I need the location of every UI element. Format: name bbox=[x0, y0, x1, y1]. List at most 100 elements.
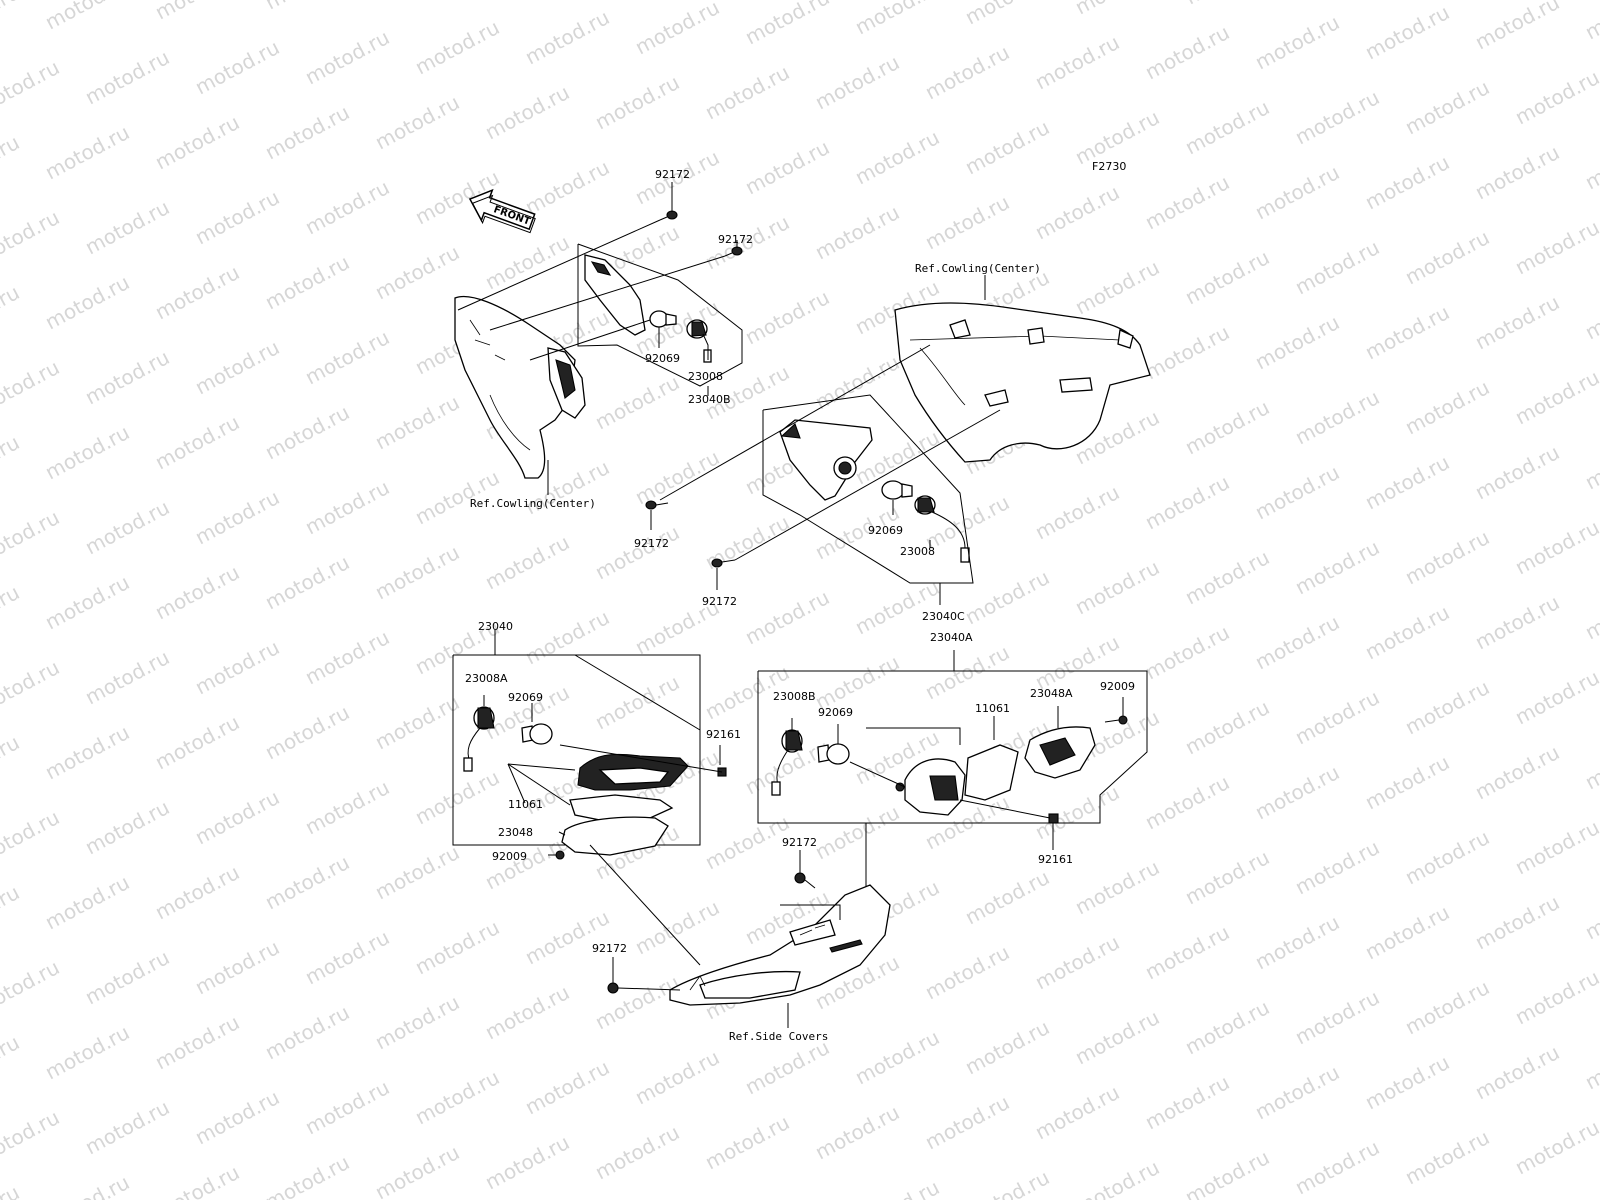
watermark-text: motod.ru bbox=[481, 80, 573, 144]
turn-signal-assembly-23040A bbox=[757, 650, 1148, 890]
turn-signal-assembly-23040B bbox=[454, 182, 743, 495]
watermark-text: motod.ru bbox=[0, 0, 23, 44]
watermark-text: motod.ru bbox=[1401, 1125, 1493, 1189]
watermark-text: motod.ru bbox=[481, 230, 573, 294]
watermark-text: motod.ru bbox=[261, 1000, 353, 1064]
watermark-text: motod.ru bbox=[81, 495, 173, 559]
watermark-text: motod.ru bbox=[741, 285, 833, 349]
watermark-text: motod.ru bbox=[1401, 375, 1493, 439]
watermark-text: motod.ru bbox=[371, 240, 463, 304]
watermark-text: motod.ru bbox=[1401, 75, 1493, 139]
watermark-text: motod.ru bbox=[1471, 740, 1563, 804]
watermark-text: motod.ru bbox=[151, 410, 243, 474]
watermark-text: motod.ru bbox=[851, 1175, 943, 1200]
watermark-text: motod.ru bbox=[371, 90, 463, 154]
watermark-text: motod.ru bbox=[41, 0, 133, 34]
watermark-text: motod.ru bbox=[151, 860, 243, 924]
watermark-text: motod.ru bbox=[591, 970, 683, 1034]
watermark-text: motod.ru bbox=[1071, 855, 1163, 919]
turn-signal-assembly-23040C bbox=[645, 344, 1001, 605]
label-11061-a: 11061 bbox=[508, 798, 543, 811]
watermark-text: motod.ru bbox=[1141, 20, 1233, 84]
watermark-text: motod.ru bbox=[1181, 695, 1273, 759]
watermark-text: motod.ru bbox=[151, 1160, 243, 1200]
watermark-text: motod.ru bbox=[1031, 780, 1123, 844]
watermark-text: motod.ru bbox=[591, 1120, 683, 1184]
watermark-text: motod.ru bbox=[411, 1065, 503, 1129]
watermark-text: motod.ru bbox=[1071, 255, 1163, 319]
lens-23048 bbox=[561, 816, 669, 856]
watermark-text: motod.ru bbox=[1251, 610, 1343, 674]
watermark-text: motod.ru bbox=[1401, 675, 1493, 739]
watermark-text: motod.ru bbox=[1581, 730, 1600, 794]
watermark-text: motod.ru bbox=[741, 585, 833, 649]
watermark-text: motod.ru bbox=[41, 270, 133, 334]
watermark-text: motod.ru bbox=[301, 625, 393, 689]
watermark-text: motod.ru bbox=[261, 700, 353, 764]
watermark-text: motod.ru bbox=[371, 540, 463, 604]
watermark-text: motod.ru bbox=[921, 640, 1013, 704]
watermark-text: motod.ru bbox=[371, 840, 463, 904]
watermark-text: motod.ru bbox=[591, 70, 683, 134]
bulb-92069-a bbox=[649, 310, 669, 328]
watermark-text: motod.ru bbox=[1471, 890, 1563, 954]
watermark-text: motod.ru bbox=[1511, 965, 1600, 1029]
label-11061-b: 11061 bbox=[975, 702, 1010, 715]
watermark-text: motod.ru bbox=[0, 1030, 23, 1094]
screw-92172-d bbox=[711, 558, 736, 568]
watermark-text: motod.ru bbox=[41, 570, 133, 634]
watermark-text: motod.ru bbox=[0, 730, 23, 794]
label-23040: 23040 bbox=[478, 620, 513, 633]
label-92172-c: 92172 bbox=[634, 537, 669, 550]
watermark-text: motod.ru bbox=[1251, 460, 1343, 524]
label-23048A: 23048A bbox=[1030, 687, 1073, 700]
watermark-text: motod.ru bbox=[921, 1090, 1013, 1154]
watermark-text: motod.ru bbox=[921, 190, 1013, 254]
watermark-text: motod.ru bbox=[1401, 525, 1493, 589]
watermark-text: motod.ru bbox=[481, 1130, 573, 1194]
gasket-11061-a bbox=[569, 794, 674, 821]
watermark-text: motod.ru bbox=[851, 0, 943, 39]
watermark-text: motod.ru bbox=[261, 100, 353, 164]
watermark-text: motod.ru bbox=[1361, 0, 1453, 64]
watermark-text: motod.ru bbox=[0, 205, 63, 269]
watermark-text: motod.ru bbox=[1251, 910, 1343, 974]
watermark-text: motod.ru bbox=[1581, 1180, 1600, 1200]
watermark-text: motod.ru bbox=[1471, 0, 1563, 54]
watermark-text: motod.ru bbox=[961, 0, 1053, 29]
watermark-text: motod.ru bbox=[151, 0, 243, 24]
watermark-text: motod.ru bbox=[1511, 665, 1600, 729]
watermark-text: motod.ru bbox=[191, 935, 283, 999]
watermark-text: motod.ru bbox=[1181, 245, 1273, 309]
watermark-text: motod.ru bbox=[481, 980, 573, 1044]
watermark-text: motod.ru bbox=[371, 990, 463, 1054]
ref-side-covers: Ref.Side Covers bbox=[729, 1030, 828, 1043]
watermark-text: motod.ru bbox=[811, 800, 903, 864]
watermark-text: motod.ru bbox=[961, 1165, 1053, 1200]
label-92069-b: 92069 bbox=[868, 524, 903, 537]
watermark-text: motod.ru bbox=[371, 390, 463, 454]
watermark-text: motod.ru bbox=[0, 955, 63, 1019]
watermark-text: motod.ru bbox=[0, 505, 63, 569]
label-92009-b: 92009 bbox=[1100, 680, 1135, 693]
watermark-text: motod.ru bbox=[151, 560, 243, 624]
watermark-text: motod.ru bbox=[1181, 395, 1273, 459]
watermark-text: motod.ru bbox=[301, 175, 393, 239]
watermark-text: motod.ru bbox=[1251, 760, 1343, 824]
watermark-text: motod.ru bbox=[301, 475, 393, 539]
watermark-text: motod.ru bbox=[1361, 750, 1453, 814]
watermark-text: motod.ru bbox=[1291, 835, 1383, 899]
watermark-text: motod.ru bbox=[741, 0, 833, 49]
watermark-text: motod.ru bbox=[1581, 880, 1600, 944]
label-23048: 23048 bbox=[498, 826, 533, 839]
screw-92172-e bbox=[794, 872, 816, 889]
watermark-text: motod.ru bbox=[921, 40, 1013, 104]
watermark-text: motod.ru bbox=[1401, 225, 1493, 289]
watermark-text: motod.ru bbox=[1071, 1005, 1163, 1069]
watermark-text: motod.ru bbox=[0, 1105, 63, 1169]
watermark-text: motod.ru bbox=[41, 1170, 133, 1200]
turn-signal-bracket-23040C bbox=[779, 419, 873, 501]
watermark-text: motod.ru bbox=[411, 15, 503, 79]
watermark-text: motod.ru bbox=[411, 915, 503, 979]
watermark-text: motod.ru bbox=[1251, 160, 1343, 224]
